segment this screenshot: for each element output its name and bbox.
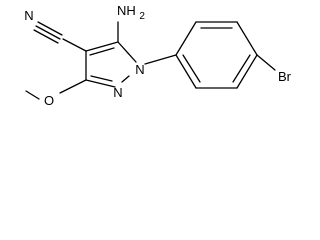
triple-bond-1 [37, 21, 63, 36]
triple-bond-2 [35, 25, 61, 40]
bond-c3-n2 [85, 79, 116, 88]
phenyl-bond-4 [236, 54, 258, 89]
amino-label: NH 2 [117, 3, 145, 22]
chemical-structure: N NH 2 N N O Br [24, 3, 292, 108]
amino-subscript: 2 [139, 11, 145, 22]
phenyl-inner-2 [232, 54, 251, 83]
bond-n1-n2 [121, 75, 130, 83]
phenyl-bond-3 [236, 21, 258, 56]
triple-bond-3 [33, 29, 59, 44]
bond-c4-nitrile [62, 38, 87, 52]
bond-c4-c5-inner [89, 47, 115, 56]
ring-nitrogen-1-label: N [135, 62, 144, 77]
methoxy-oxygen-label: O [44, 93, 54, 108]
bond-c4-c5 [85, 41, 119, 52]
amino-nh: NH [117, 3, 136, 18]
phenyl-bond-6 [175, 54, 197, 89]
bromine-label: Br [278, 69, 292, 84]
bond-c3-n2-inner [90, 75, 113, 82]
phenyl-inner-3 [182, 54, 201, 83]
phenyl-bond-1 [175, 21, 197, 56]
cyano-nitrogen-label: N [24, 8, 33, 23]
pyrazole-ring [85, 41, 137, 88]
bond-oxygen-methyl [25, 90, 40, 100]
bond-phenyl-bromine [256, 54, 276, 71]
bond-c5-n1 [117, 41, 137, 63]
bond-n1-phenyl [144, 54, 177, 65]
bond-c3-oxygen [59, 79, 87, 94]
phenyl-ring [175, 21, 258, 89]
ring-nitrogen-2-label: N [113, 85, 122, 100]
